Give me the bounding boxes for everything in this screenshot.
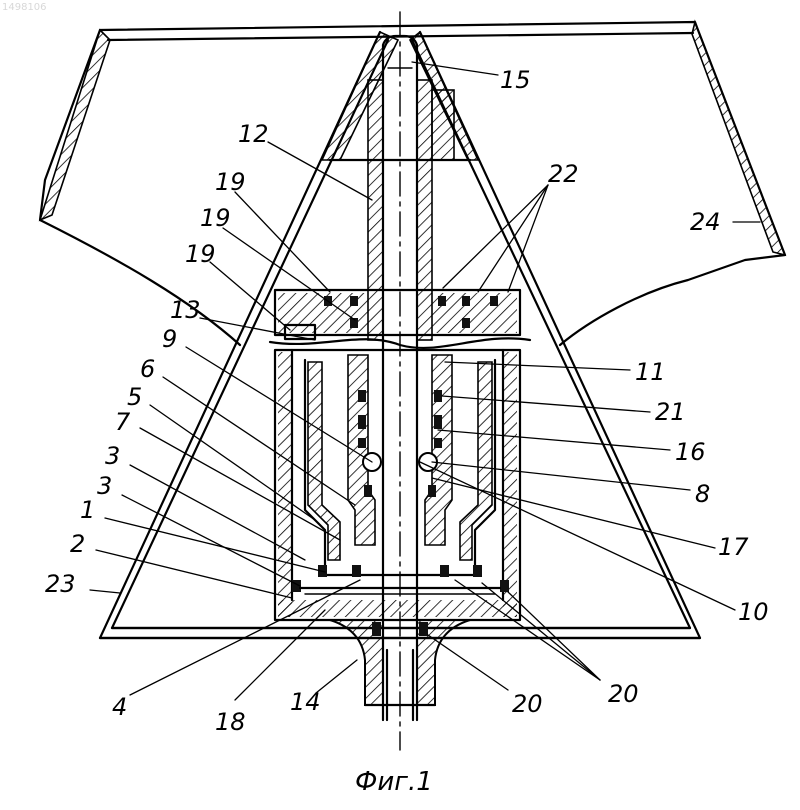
label-12: 12 bbox=[238, 120, 269, 148]
label-16: 16 bbox=[675, 438, 706, 466]
label-11: 11 bbox=[635, 358, 666, 386]
label-18: 18 bbox=[215, 708, 246, 736]
label-19-b: 19 bbox=[200, 204, 231, 232]
label-5: 5 bbox=[127, 383, 142, 411]
lower-body bbox=[275, 350, 520, 620]
label-9: 9 bbox=[162, 325, 177, 353]
label-13: 13 bbox=[170, 296, 201, 324]
label-20-b: 20 bbox=[608, 680, 639, 708]
label-20-a: 20 bbox=[512, 690, 543, 718]
label-1: 1 bbox=[80, 496, 95, 524]
label-4: 4 bbox=[112, 693, 127, 721]
reference-labels: 15 12 22 24 19 19 19 13 9 6 5 7 3 3 1 2 … bbox=[45, 66, 769, 736]
label-2: 2 bbox=[70, 530, 85, 558]
label-22: 22 bbox=[548, 160, 579, 188]
label-21: 21 bbox=[655, 398, 686, 426]
label-23: 23 bbox=[45, 570, 76, 598]
label-10: 10 bbox=[738, 598, 769, 626]
label-15: 15 bbox=[500, 66, 531, 94]
housing-24 bbox=[40, 22, 785, 345]
label-7: 7 bbox=[115, 408, 131, 436]
label-19-a: 19 bbox=[215, 168, 246, 196]
label-14: 14 bbox=[290, 688, 321, 716]
label-3-b: 3 bbox=[97, 472, 112, 500]
label-24: 24 bbox=[690, 208, 721, 236]
label-19-c: 19 bbox=[185, 240, 216, 268]
watermark-text: 1498106 bbox=[2, 2, 47, 13]
label-17: 17 bbox=[718, 533, 749, 561]
label-6: 6 bbox=[140, 355, 155, 383]
label-8: 8 bbox=[695, 480, 710, 508]
label-3-a: 3 bbox=[105, 442, 120, 470]
figure-caption: Фиг.1 bbox=[355, 767, 433, 797]
shaft-15 bbox=[383, 12, 417, 750]
